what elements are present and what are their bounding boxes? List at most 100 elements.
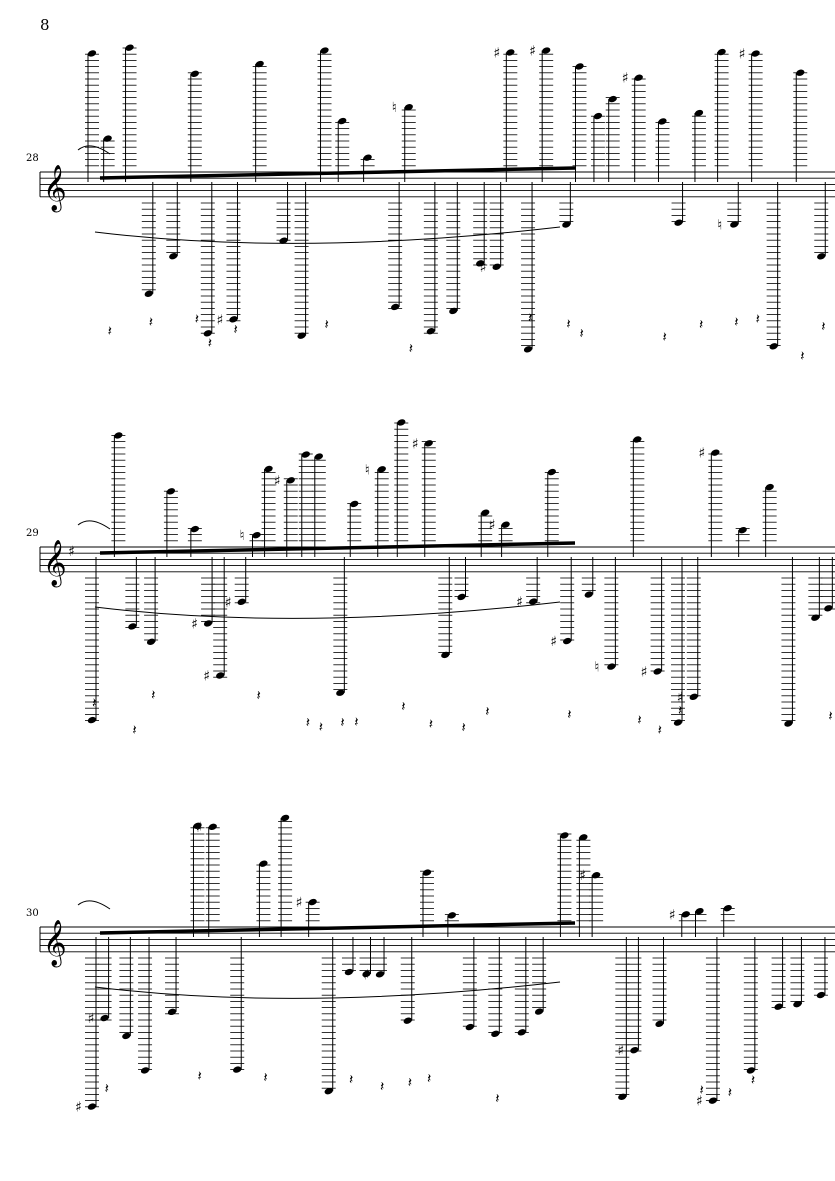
rest-icon: 𝄽 <box>429 716 433 732</box>
sharp-icon: ♮ <box>392 100 397 116</box>
tie <box>77 520 111 530</box>
notehead <box>542 47 551 54</box>
sharp-icon: ♯ <box>529 44 536 60</box>
rest-icon: 𝄽 <box>149 315 153 331</box>
notehead <box>658 118 667 125</box>
rest-icon: 𝄽 <box>678 703 682 719</box>
notehead <box>784 720 793 727</box>
rest-icon: 𝄽 <box>662 329 666 345</box>
rest-icon: 𝄽 <box>828 709 832 725</box>
sharp-icon: ♯ <box>641 664 648 680</box>
beam <box>99 921 576 935</box>
sharp-icon: ♮ <box>239 528 244 544</box>
treble-clef-icon: 𝄞 <box>43 920 67 968</box>
sharp-icon: ♯ <box>88 1011 95 1027</box>
slur <box>94 981 561 999</box>
sharp-icon: ♯ <box>622 71 629 87</box>
notehead <box>481 509 490 516</box>
rest-icon: 𝄽 <box>151 688 155 704</box>
system-30: 𝄞♯♯𝄽𝄽♯𝄽♯𝄽♯𝄽𝄽𝄽𝄽♯♯♯𝄽♯𝄽𝄽 <box>39 814 835 1116</box>
notehead <box>255 60 264 68</box>
rest-icon: 𝄽 <box>751 1073 755 1089</box>
notehead <box>103 135 112 142</box>
rest-icon: 𝄽 <box>208 335 212 351</box>
sharp-icon: ♯ <box>550 634 557 650</box>
rest-icon: 𝄽 <box>579 326 583 342</box>
slur <box>94 601 561 619</box>
notehead <box>633 436 642 443</box>
rest-icon: 𝄽 <box>233 322 237 338</box>
sharp-icon: ♯ <box>75 1100 82 1116</box>
system-28: 𝄞𝄽𝄽𝄽𝄽♯𝄽𝄽♮𝄽♯♯𝄽♯𝄽𝄽♯𝄽𝄽♮𝄽♯𝄽𝄽𝄽 <box>39 44 835 364</box>
sharp-icon: ♯ <box>739 47 746 63</box>
rest-icon: 𝄽 <box>462 720 466 736</box>
notehead <box>562 221 571 228</box>
sharp-icon: ♮ <box>717 217 722 233</box>
notehead <box>404 104 413 111</box>
rest-icon: 𝄽 <box>756 311 760 327</box>
sharp-icon: ♯ <box>480 260 487 276</box>
rest-icon: 𝄽 <box>132 722 136 738</box>
sharp-icon: ♯ <box>617 1043 624 1059</box>
notehead <box>297 332 306 339</box>
notehead <box>87 50 97 57</box>
rest-icon: 𝄽 <box>699 317 703 333</box>
notehead <box>301 451 310 458</box>
rest-icon: 𝄽 <box>658 722 662 738</box>
sharp-icon: ♯ <box>579 868 586 884</box>
rest-icon: 𝄽 <box>306 715 310 731</box>
notehead <box>279 237 288 244</box>
notehead <box>579 834 588 841</box>
sharp-icon: ♯ <box>677 690 684 706</box>
sharp-icon: ♯ <box>669 907 676 923</box>
notehead <box>140 1067 150 1074</box>
rest-icon: 𝄽 <box>566 317 570 333</box>
sharp-icon: ♯ <box>363 967 370 983</box>
notehead <box>674 219 683 226</box>
notehead <box>717 48 726 56</box>
notehead <box>817 253 826 260</box>
rest-icon: 𝄽 <box>408 1075 412 1091</box>
sharp-icon: ♯ <box>191 616 198 632</box>
notehead <box>264 465 273 473</box>
notehead <box>336 689 345 696</box>
rest-icon: 𝄽 <box>195 312 199 328</box>
notehead <box>397 419 406 426</box>
notehead <box>252 531 261 539</box>
notehead <box>128 623 137 630</box>
rest-icon: 𝄽 <box>734 315 738 331</box>
rest-icon: 𝄽 <box>263 1070 267 1086</box>
rest-icon: 𝄽 <box>92 695 96 711</box>
rest-icon: 𝄽 <box>699 1082 703 1098</box>
notehead <box>689 693 698 701</box>
rest-icon: 𝄽 <box>380 1079 384 1095</box>
tie <box>77 900 111 910</box>
notehead <box>746 1067 756 1074</box>
sharp-icon: ♯ <box>203 668 210 684</box>
beam <box>99 166 576 180</box>
rest-icon: 𝄽 <box>354 715 358 731</box>
notehead <box>441 651 450 659</box>
rest-icon: 𝄽 <box>197 1069 201 1085</box>
sharp-icon: ♯ <box>516 595 523 611</box>
rest-icon: 𝄽 <box>800 348 804 364</box>
tie <box>77 145 111 155</box>
notehead <box>695 908 704 915</box>
sharp-icon: ♮ <box>365 462 370 478</box>
notehead <box>208 823 217 831</box>
rest-icon: 𝄽 <box>528 310 532 326</box>
sharp-icon: ♯ <box>274 473 281 489</box>
notehead <box>811 614 820 621</box>
measure-number-30: 30 <box>26 908 39 919</box>
notehead <box>324 1087 333 1095</box>
notehead <box>694 109 704 117</box>
notehead <box>824 605 833 612</box>
rest-icon: 𝄽 <box>427 1071 431 1087</box>
notehead <box>534 1008 544 1015</box>
page-number: 8 <box>40 16 50 34</box>
rest-icon: 𝄽 <box>108 324 112 340</box>
sharp-icon: ♯ <box>225 595 232 611</box>
notehead <box>793 1000 802 1008</box>
rest-icon: 𝄽 <box>349 1072 353 1088</box>
